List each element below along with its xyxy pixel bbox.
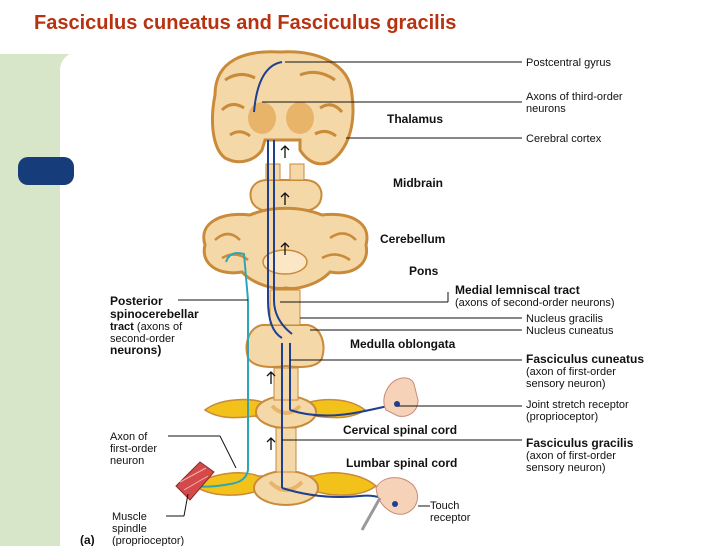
label-joint-receptor: Joint stretch receptor: [526, 399, 629, 411]
label-cervical-cord: Cervical spinal cord: [343, 423, 457, 437]
leader-lines: [166, 61, 522, 517]
label-fasciculus-gracilis: Fasciculus gracilis: [526, 436, 634, 450]
left-labels: Posterior spinocerebellar tract (axons o…: [80, 294, 199, 546]
label-posterior: Posterior: [110, 294, 163, 308]
label-axon-of: Axon of: [110, 431, 148, 443]
label-cerebral-cortex: Cerebral cortex: [526, 133, 602, 145]
label-part-a: (a): [80, 533, 95, 546]
title-band: [0, 0, 728, 54]
touch-receptor-illustration: [360, 477, 419, 531]
slide-title: Fasciculus cuneatus and Fasciculus graci…: [34, 12, 457, 34]
label-neuron: neuron: [110, 455, 144, 467]
lumbar-cord-section: [193, 470, 378, 506]
label-neurons: neurons): [110, 343, 161, 357]
label-spinocerebellar: spinocerebellar: [110, 307, 199, 321]
label-proprioceptor: (proprioceptor): [112, 535, 184, 546]
label-joint-receptor-sub: (proprioceptor): [526, 411, 598, 423]
label-touch: Touch: [430, 500, 459, 512]
label-spindle: spindle: [112, 523, 147, 535]
label-first-order: first-order: [110, 443, 157, 455]
cerebrum-section: [210, 50, 355, 166]
right-labels: Postcentral gyrus Axons of third-order n…: [343, 57, 644, 524]
muscle-spindle-illustration: [175, 461, 215, 501]
label-midbrain: Midbrain: [393, 176, 443, 190]
label-nucleus-cuneatus: Nucleus cuneatus: [526, 325, 614, 337]
medulla-section: [245, 324, 325, 368]
label-fasciculus-cuneatus-sub2: sensory neuron): [526, 378, 606, 390]
label-medulla: Medulla oblongata: [350, 337, 456, 351]
label-axons-of: (axons of: [134, 321, 183, 333]
label-medial-lemniscal-sub: (axons of second-order neurons): [455, 297, 615, 309]
label-axons-third-order-1: Axons of third-order: [526, 91, 623, 103]
label-second-order: second-order: [110, 333, 175, 345]
label-nucleus-gracilis: Nucleus gracilis: [526, 313, 604, 325]
label-axons-third-order-2: neurons: [526, 103, 566, 115]
label-postcentral-gyrus: Postcentral gyrus: [526, 57, 611, 69]
label-fasciculus-gracilis-sub2: sensory neuron): [526, 462, 606, 474]
label-fasciculus-gracilis-sub1: (axon of first-order: [526, 450, 616, 462]
direction-arrows: [266, 145, 290, 450]
blue-tab-decoration: [18, 157, 74, 185]
label-fasciculus-cuneatus-sub1: (axon of first-order: [526, 366, 616, 378]
label-lumbar-cord: Lumbar spinal cord: [346, 456, 457, 470]
label-fasciculus-cuneatus: Fasciculus cuneatus: [526, 352, 644, 366]
spinocerebellar-tract: [191, 252, 249, 488]
cervical-cord-section: [203, 395, 367, 429]
diagram-panel: [60, 52, 728, 546]
hand-illustration: [383, 377, 419, 417]
label-tract: tract: [110, 321, 134, 333]
label-cerebellum: Cerebellum: [380, 232, 445, 246]
label-medial-lemniscal: Medial lemniscal tract: [455, 283, 580, 297]
label-pons: Pons: [409, 264, 439, 278]
label-thalamus: Thalamus: [387, 112, 443, 126]
label-muscle: Muscle: [112, 511, 147, 523]
label-touch-receptor: receptor: [430, 512, 471, 524]
label-tract-line: tract (axons of: [110, 321, 183, 333]
